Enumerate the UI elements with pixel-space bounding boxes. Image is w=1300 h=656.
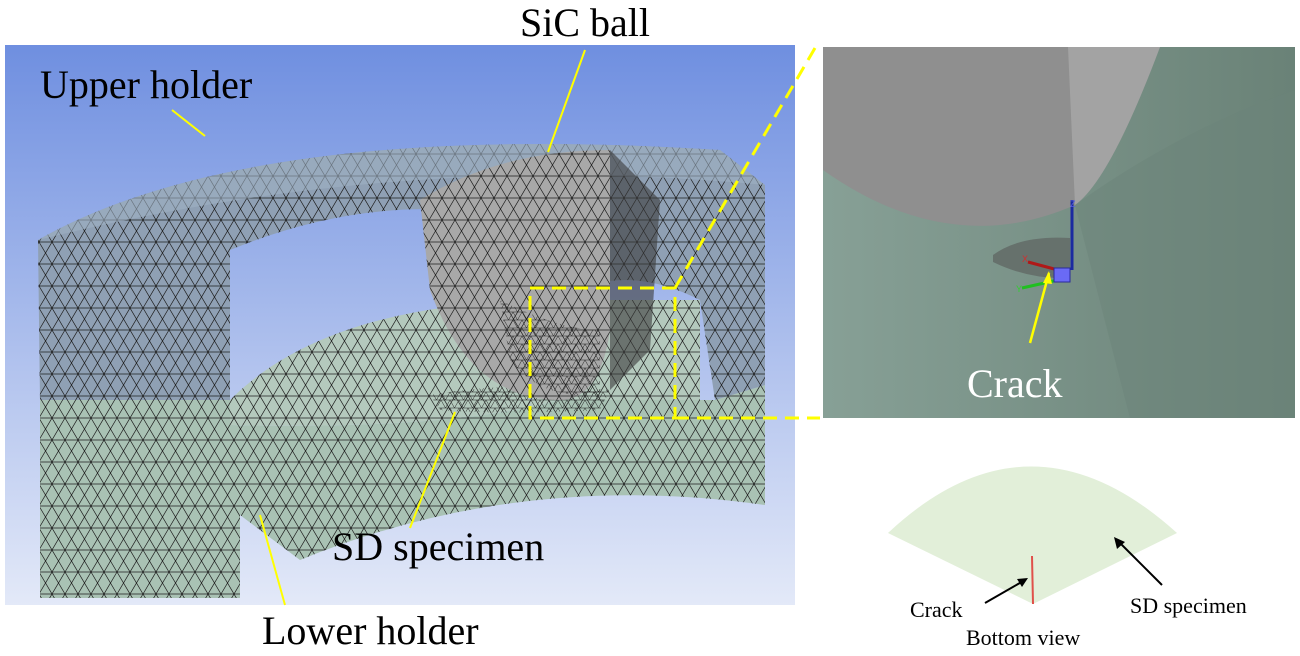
lower-holder-label: Lower holder [262, 608, 479, 653]
lower-holder-mesh [40, 385, 765, 598]
sd-specimen-arrow [409, 411, 456, 529]
sic-ball-mesh [420, 150, 660, 400]
sic-ball-arrow [547, 49, 586, 153]
sd-specimen-label: SD specimen [332, 524, 544, 569]
bottom-view-caption: Bottom view [966, 625, 1080, 650]
zoom-region-box [528, 286, 677, 420]
axis-z-label: Z [1070, 199, 1076, 209]
crack-arrow [1028, 272, 1051, 344]
lower-holder-arrow [259, 514, 286, 606]
bottom-crack-arrow [984, 579, 1026, 604]
crack-zoom-label: Crack [967, 361, 1063, 406]
coordinate-origin-box [1053, 267, 1071, 283]
axis-y-arrow [1021, 278, 1059, 290]
fe-model-view: Upper holder SiC ball SD specimen Lower … [5, 0, 820, 653]
axis-y-label: Y [1016, 284, 1022, 294]
crack-zoom-view: Z X Y Crack [823, 47, 1295, 418]
bottom-view: Crack SD specimen Bottom view [888, 466, 1247, 650]
bottom-crack-arrow-head [1017, 578, 1028, 587]
crack-arrow-head [1043, 271, 1052, 284]
axis-x-arrow [1027, 260, 1059, 272]
sic-ball-label: SiC ball [520, 0, 650, 45]
bottom-crack-line [1031, 555, 1034, 605]
zoom-connector-top [673, 47, 817, 289]
bottom-specimen-arrow [1116, 539, 1163, 586]
bottom-specimen-arrow-head [1114, 537, 1125, 549]
bottom-sd-specimen-label: SD specimen [1130, 593, 1247, 618]
zoom-ball-highlight [1068, 47, 1160, 205]
axis-x-label: X [1022, 254, 1028, 264]
upper-holder-label: Upper holder [40, 62, 252, 107]
zoom-holder-face [1075, 90, 1295, 418]
bottom-specimen-sector [888, 466, 1177, 604]
upper-holder-arrow [171, 109, 206, 137]
bottom-crack-label: Crack [910, 597, 963, 622]
